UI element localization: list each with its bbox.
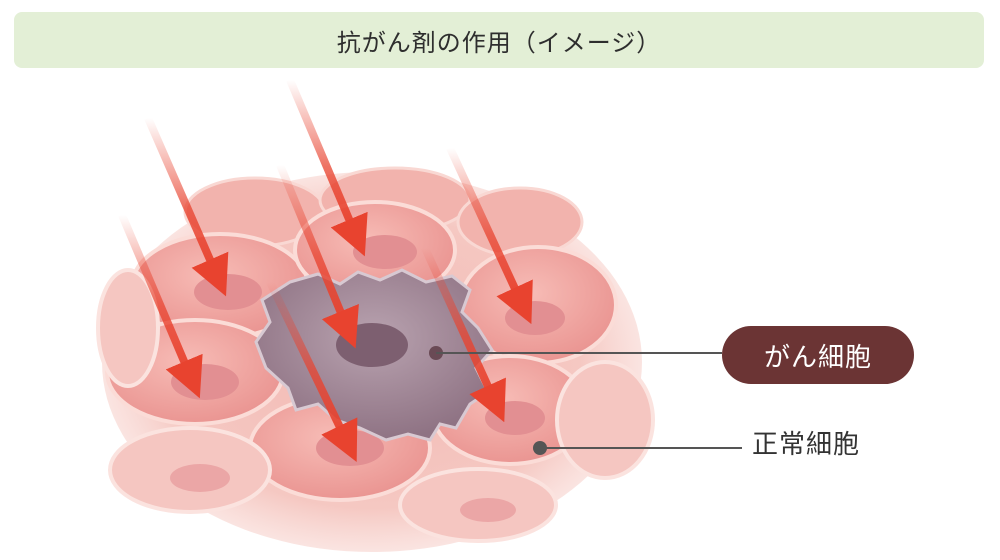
- normal-cell-label: 正常細胞: [752, 430, 861, 460]
- pointers: [429, 346, 742, 455]
- arrow: [276, 163, 359, 349]
- arrow: [144, 116, 229, 297]
- normal-cell: [96, 268, 160, 388]
- arrow: [286, 78, 368, 257]
- nucleus: [505, 301, 565, 335]
- arrow: [266, 280, 358, 463]
- nucleus: [353, 235, 417, 269]
- nucleus: [194, 274, 262, 310]
- arrow: [446, 146, 533, 325]
- arrow: [118, 213, 203, 399]
- arrow: [421, 246, 506, 423]
- normal-cell: [555, 360, 655, 480]
- nucleus: [171, 364, 239, 400]
- nucleus: [170, 464, 230, 492]
- cancer-cell-label-text: がん細胞: [763, 342, 872, 373]
- nucleus: [460, 498, 516, 522]
- page-title: 抗がん剤の作用（イメージ）: [336, 28, 662, 57]
- title-bar: 抗がん剤の作用（イメージ）: [14, 12, 984, 68]
- drug-arrows: [118, 78, 533, 463]
- cancer-cell-label: がん細胞: [722, 326, 914, 384]
- nucleus: [485, 401, 545, 435]
